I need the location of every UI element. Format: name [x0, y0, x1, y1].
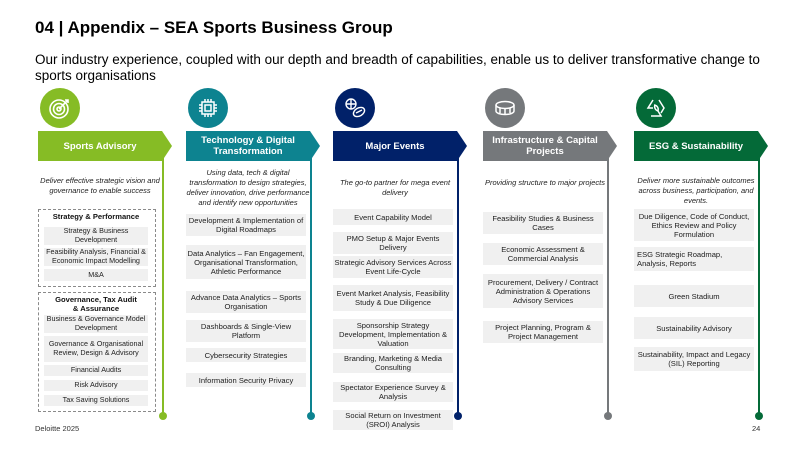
timeline-dot	[307, 412, 315, 420]
column-description: Deliver more sustainable outcomes across…	[637, 176, 755, 205]
list-item: PMO Setup & Major Events Delivery	[333, 232, 453, 254]
list-item: ESG Strategic Roadmap, Analysis, Reports	[634, 247, 754, 271]
list-item: Sustainability, Impact and Legacy (SIL) …	[634, 347, 754, 371]
list-item: Development & Implementation of Digital …	[186, 214, 306, 236]
recycle-icon	[636, 88, 676, 128]
column-heading: ESG & Sustainability	[634, 131, 768, 161]
list-item: Economic Assessment & Commercial Analysi…	[483, 243, 603, 265]
list-item: Event Capability Model	[333, 209, 453, 225]
timeline-line	[310, 148, 312, 414]
column-infrastructure: Infrastructure & Capital Projects Provid…	[483, 88, 617, 428]
list-item: Sponsorship Strategy Development, Implem…	[333, 319, 453, 349]
sports-balls-icon	[335, 88, 375, 128]
list-item: Data Analytics – Fan Engagement, Organis…	[186, 245, 306, 279]
group-governance-tax-audit	[38, 292, 156, 412]
microchip-icon	[188, 88, 228, 128]
list-item: M&A	[44, 269, 148, 281]
list-item: Strategy & Business Development	[44, 227, 148, 245]
group-heading: Strategy & Performance	[52, 212, 140, 221]
column-sports-advisory: Sports Advisory Deliver effective strate…	[38, 88, 172, 428]
timeline-line	[457, 148, 459, 414]
list-item: Tax Saving Solutions	[44, 395, 148, 406]
list-item: Information Security Privacy	[186, 373, 306, 387]
page-subtitle: Our industry experience, coupled with ou…	[35, 52, 760, 83]
column-description: Deliver effective strategic vision and g…	[40, 176, 160, 195]
column-esg-sustainability: ESG & Sustainability Deliver more sustai…	[634, 88, 768, 428]
column-description: Using data, tech & digital transformatio…	[186, 168, 310, 207]
list-item: Due Diligence, Code of Conduct, Ethics R…	[634, 209, 754, 241]
list-item: Branding, Marketing & Media Consulting	[333, 353, 453, 373]
timeline-line	[607, 148, 609, 414]
list-item: Event Market Analysis, Feasibility Study…	[333, 285, 453, 311]
list-item: Sustainability Advisory	[634, 317, 754, 339]
timeline-line	[162, 148, 164, 414]
group-strategy-performance	[38, 209, 156, 287]
column-description: Providing structure to major projects	[484, 178, 606, 187]
column-heading: Infrastructure & Capital Projects	[483, 131, 617, 161]
list-item: Social Return on Investment (SROI) Analy…	[333, 410, 453, 430]
stadium-icon	[485, 88, 525, 128]
target-icon	[40, 88, 80, 128]
column-technology-digital: Technology & Digital Transformation Usin…	[186, 88, 320, 428]
list-item: Dashboards & Single-View Platform	[186, 320, 306, 342]
list-item: Project Planning, Program & Project Mana…	[483, 321, 603, 343]
timeline-dot	[755, 412, 763, 420]
list-item: Procurement, Delivery / Contract Adminis…	[483, 274, 603, 308]
list-item: Governance & Organisational Review, Desi…	[44, 336, 148, 362]
timeline-dot	[604, 412, 612, 420]
list-item: Feasibility Analysis, Financial & Econom…	[44, 248, 148, 266]
list-item: Advance Data Analytics – Sports Organisa…	[186, 291, 306, 313]
list-item: Spectator Experience Survey & Analysis	[333, 382, 453, 402]
group-heading: Governance, Tax Audit & Assurance	[55, 295, 137, 313]
list-item: Risk Advisory	[44, 380, 148, 391]
column-heading: Technology & Digital Transformation	[186, 131, 320, 161]
column-description: The go-to partner for mega event deliver…	[339, 178, 451, 197]
page-title: 04 | Appendix – SEA Sports Business Grou…	[35, 18, 393, 37]
list-item: Green Stadium	[634, 285, 754, 307]
list-item: Cybersecurity Strategies	[186, 348, 306, 362]
page-number: 24	[752, 424, 761, 433]
column-heading: Sports Advisory	[38, 131, 172, 161]
timeline-dot	[454, 412, 462, 420]
list-item: Feasibility Studies & Business Cases	[483, 212, 603, 234]
timeline-line	[758, 148, 760, 414]
column-major-events: Major Events The go-to partner for mega …	[333, 88, 467, 430]
list-item: Financial Audits	[44, 365, 148, 376]
timeline-dot	[159, 412, 167, 420]
footer-text: Deloitte 2025	[35, 424, 80, 433]
list-item: Business & Governance Model Development	[44, 315, 148, 333]
column-heading: Major Events	[333, 131, 467, 161]
list-item: Strategic Advisory Services Across Event…	[333, 256, 453, 278]
